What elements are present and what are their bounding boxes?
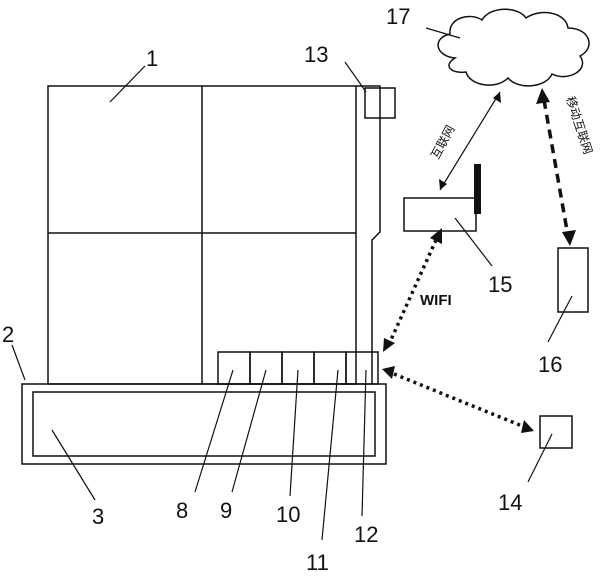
wifi-arrow-head-upper xyxy=(430,228,442,244)
label-2: 2 xyxy=(2,322,14,347)
mobile-arrow-head-upper xyxy=(536,88,550,104)
leader-14 xyxy=(527,433,553,483)
inner-drawer xyxy=(32,391,376,457)
leader-3 xyxy=(51,429,96,501)
internet-link xyxy=(439,91,501,191)
mobile-device xyxy=(557,247,589,313)
module-8 xyxy=(217,351,251,385)
cabinet-body xyxy=(47,85,381,385)
wifi-arrow-head-lower xyxy=(383,338,395,352)
mobile-internet-link xyxy=(542,99,570,237)
label-8: 8 xyxy=(176,498,188,523)
label-16: 16 xyxy=(538,352,562,377)
sensor-13 xyxy=(364,87,396,119)
leader-16 xyxy=(547,295,573,343)
label-13: 13 xyxy=(304,42,328,67)
module-11 xyxy=(313,351,347,385)
router-device xyxy=(403,164,481,232)
label-1: 1 xyxy=(146,46,158,71)
label-10: 10 xyxy=(276,502,300,527)
cloud-icon xyxy=(437,8,590,87)
mobile-arrow-head-lower xyxy=(562,230,576,246)
label-15: 15 xyxy=(488,272,512,297)
device-14-arrow-head-left xyxy=(382,366,395,379)
module-9 xyxy=(249,351,283,385)
internet-arrow-head-upper xyxy=(493,92,501,103)
leader-1 xyxy=(109,65,146,103)
mobile-internet-label: 移动互联网 xyxy=(563,95,595,156)
module-12 xyxy=(345,351,379,385)
leader-lines xyxy=(11,27,573,541)
leader-2 xyxy=(11,344,26,381)
leader-12 xyxy=(361,369,367,517)
device-14-arrow-head-right xyxy=(521,420,534,433)
connection-arrows xyxy=(382,88,576,433)
leader-17 xyxy=(425,27,461,39)
wifi-link xyxy=(388,239,438,343)
router-antenna xyxy=(474,164,481,214)
label-14: 14 xyxy=(498,490,522,515)
leader-15 xyxy=(454,217,493,267)
internet-label: 互联网 xyxy=(428,123,457,161)
device-14-link xyxy=(393,372,523,428)
wifi-label: WIFI xyxy=(420,292,452,309)
leader-11 xyxy=(321,369,339,541)
label-12: 12 xyxy=(354,522,378,547)
leader-13 xyxy=(344,61,367,93)
leader-9 xyxy=(231,369,267,493)
label-9: 9 xyxy=(220,498,232,523)
leader-10 xyxy=(289,369,299,497)
label-11: 11 xyxy=(306,550,329,575)
cabinet-side-panel xyxy=(356,85,381,384)
label-3: 3 xyxy=(92,504,104,529)
device-14 xyxy=(539,415,573,449)
internet-arrow-head-lower xyxy=(439,179,447,190)
leader-8 xyxy=(194,369,234,493)
router-body xyxy=(403,197,477,232)
base-unit xyxy=(21,383,387,465)
module-row xyxy=(217,351,379,385)
label-17: 17 xyxy=(386,4,410,29)
